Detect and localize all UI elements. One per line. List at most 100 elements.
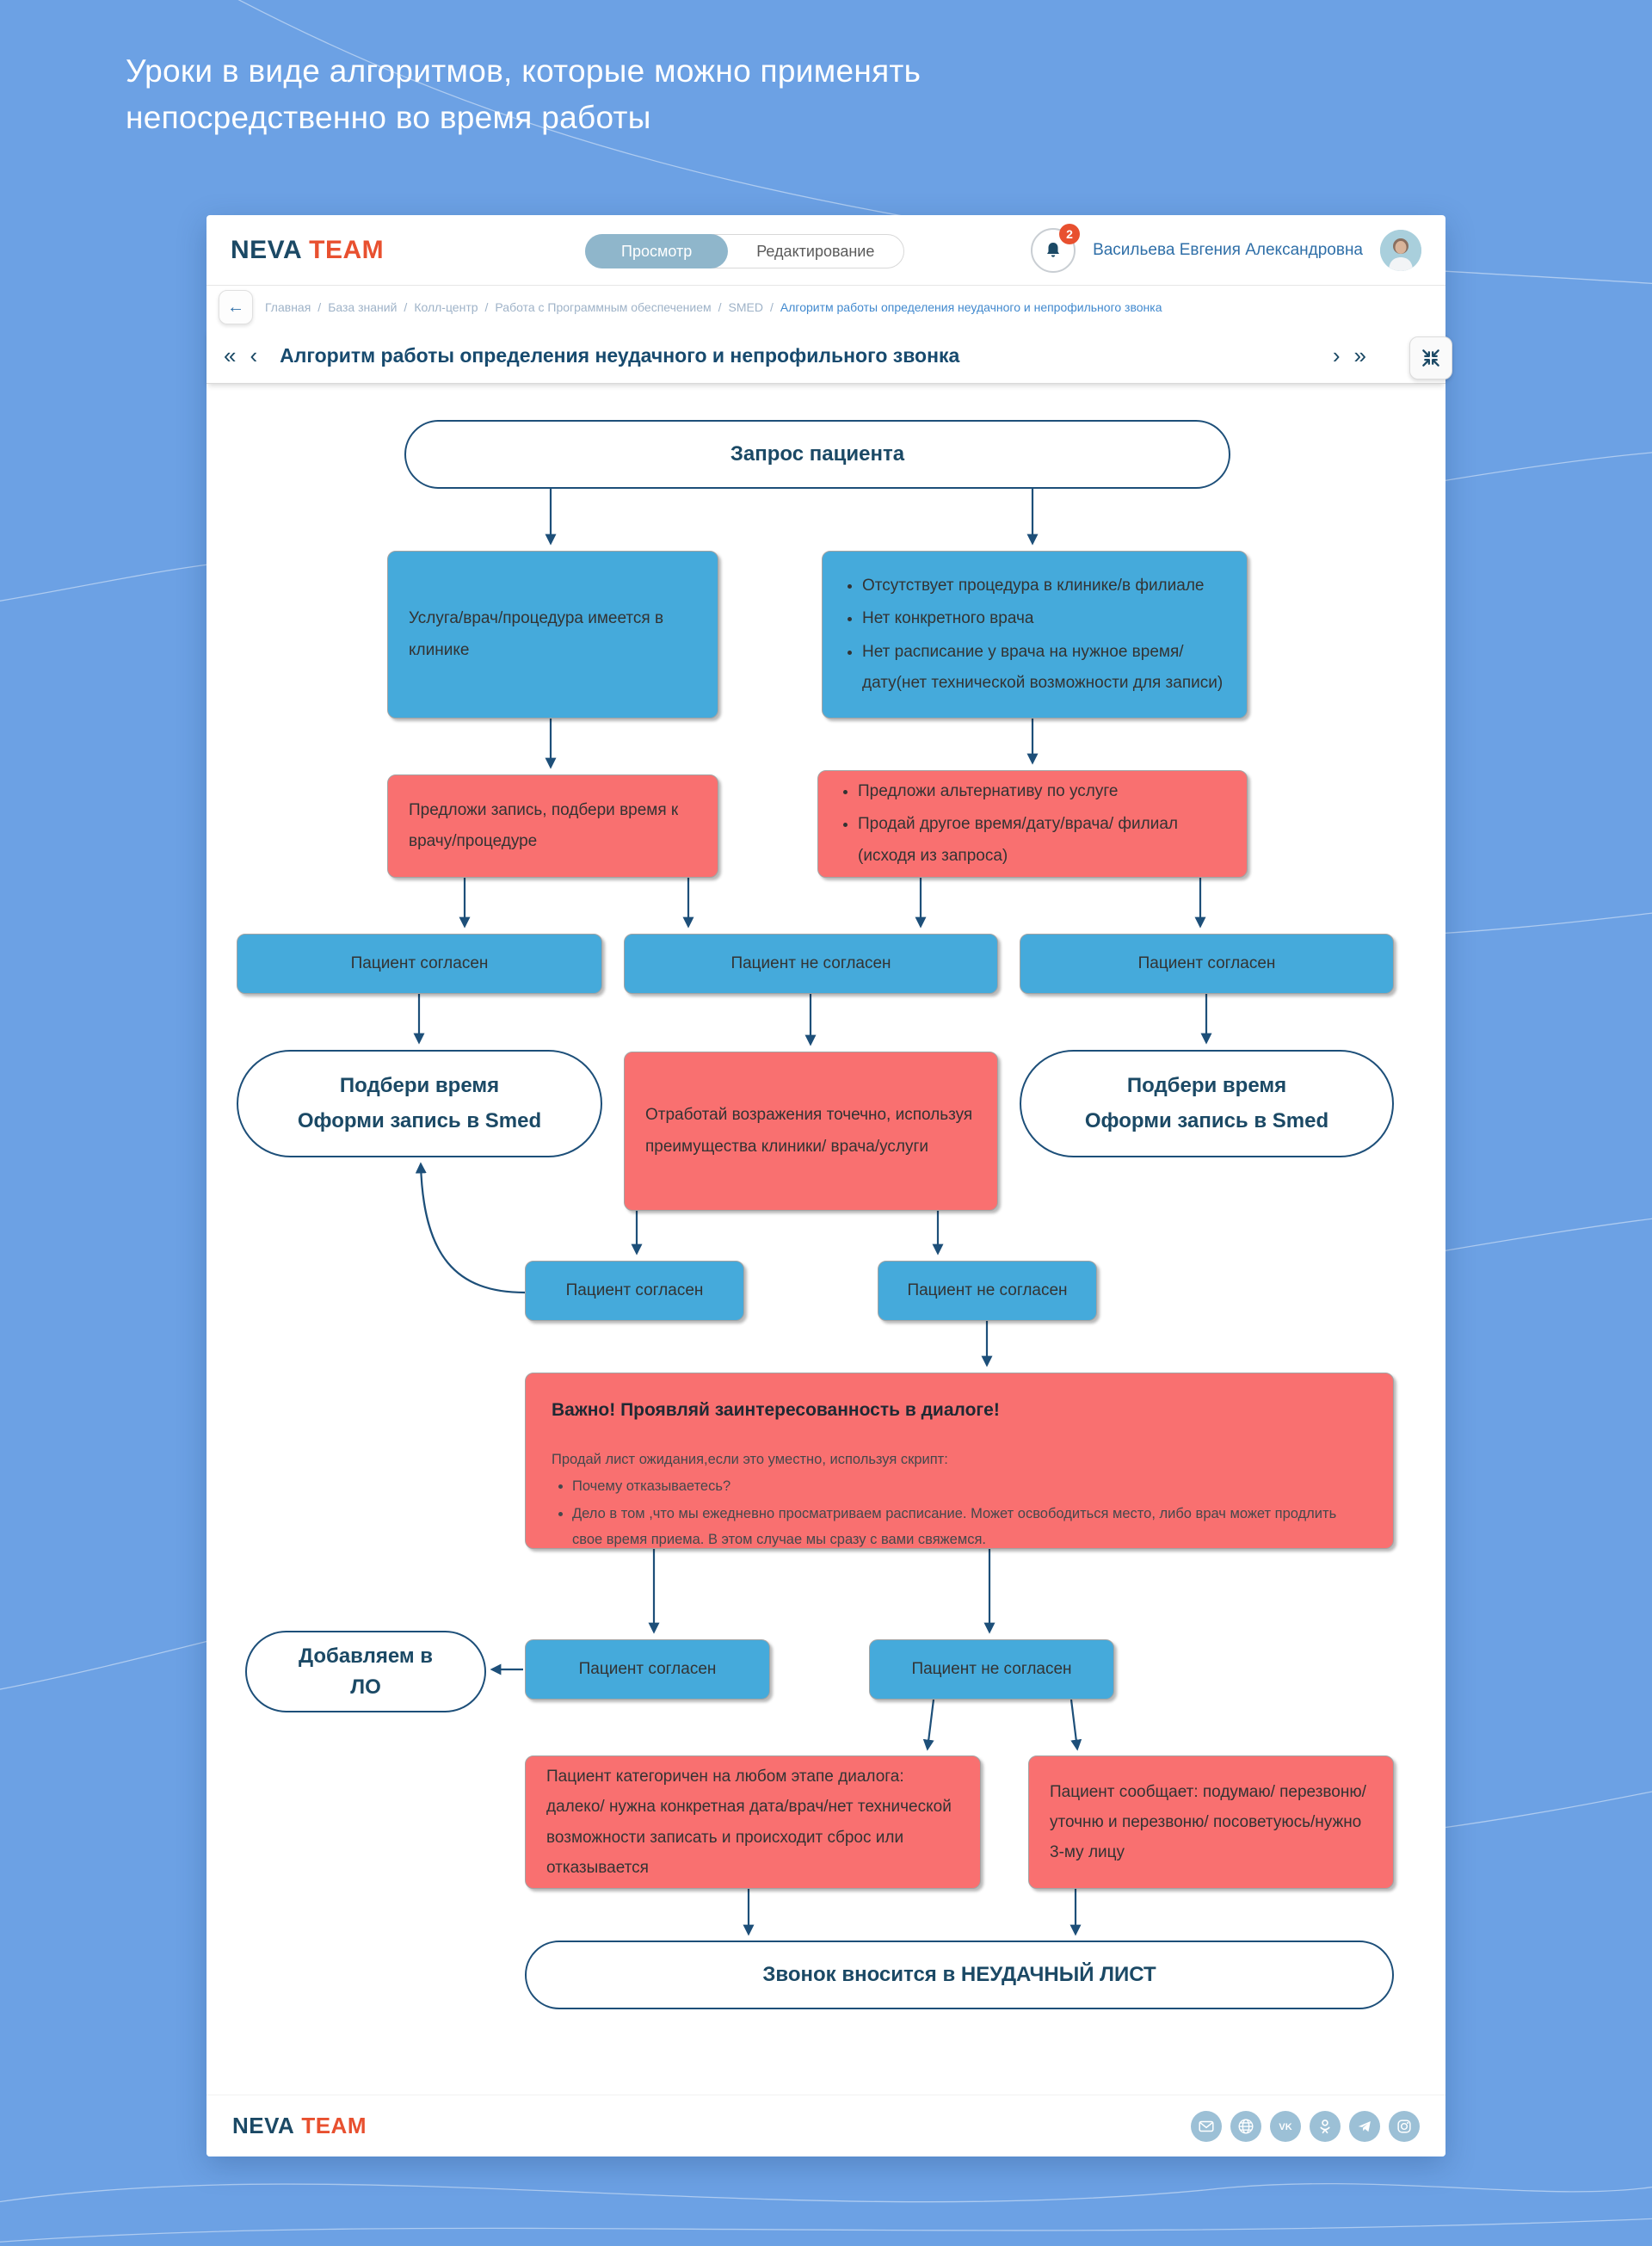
flow-node-patient-agrees-2: Пациент согласен [1020,934,1394,994]
flow-node-label: Оформи запись в Smed [1084,1108,1329,1132]
breadcrumb: Главная / База знаний / Колл-центр / Раб… [265,300,1162,314]
telegram-icon [1358,2120,1371,2132]
document-toolbar: « ‹ Алгоритм работы определения неудачно… [206,329,1452,384]
svg-text:VK: VK [1279,2122,1291,2132]
instagram-icon [1397,2119,1411,2133]
flow-node-patient-disagrees-2: Пациент не согласен [878,1261,1097,1321]
tab-edit[interactable]: Редактирование [756,242,875,260]
bell-icon [1047,242,1060,257]
flow-node-offer-booking-label: Предложи запись, подбери время к врачу/п… [409,800,679,850]
collapse-arrows-icon [1422,349,1439,367]
breadcrumb-item-software[interactable]: Работа с Программным обеспечением [495,300,712,314]
notifications-count-badge: 2 [1059,223,1081,244]
flow-node-label: Пациент согласен [1137,953,1276,972]
flow-node-label: Подбери время [339,1073,500,1097]
odnoklassniki-link[interactable] [1310,2110,1341,2142]
list-item: Нет расписание у врача на нужное время/д… [862,637,1226,699]
hero-heading-line2: непосредственно во время работы [126,99,651,135]
back-button[interactable]: ← [219,290,253,324]
pager-left: « ‹ [224,342,257,369]
flow-node-add-to-lo: Добавляем в ЛО [245,1631,486,1712]
flow-node-offer-alternative: Предложи альтернативу по услуге Продай д… [817,770,1248,878]
flow-node-label: Пациент согласен [350,953,489,972]
flow-node-patient-agrees-4: Пациент согласен [525,1639,770,1700]
flow-node-label: Пациент не согласен [730,953,891,972]
flow-node-service-available-label: Услуга/врач/процедура имеется в клинике [409,609,664,659]
notifications-button[interactable]: 2 [1031,223,1081,273]
logo-neva: NEVA [232,2113,295,2138]
flow-node-final: Звонок вносится в НЕУДАЧНЫЙ ЛИСТ [525,1941,1394,2009]
prev-page-button[interactable]: ‹ [250,342,258,368]
breadcrumb-separator: / [484,300,489,314]
next-page-button[interactable]: › [1332,342,1341,368]
flow-node-patient-agrees-1: Пациент согласен [237,934,602,994]
flow-node-book-smed-left: Подбери время Оформи запись в Smed [237,1050,602,1157]
avatar-image [1380,229,1421,271]
flow-node-service-unavailable: Отсутствует процедура в клинике/в филиал… [822,551,1248,719]
instagram-link[interactable] [1389,2110,1420,2142]
email-link[interactable] [1191,2110,1222,2142]
vk-icon: VK [1279,2122,1291,2132]
flow-node-label: Отработай возражения точечно, используя … [645,1106,973,1156]
last-page-button[interactable]: » [1353,342,1366,368]
flow-node-service-unavailable-list: Отсутствует процедура в клинике/в филиал… [843,569,1226,700]
list-item: Отсутствует процедура в клинике/в филиал… [862,571,1226,602]
important-title: Важно! Проявляй заинтересованность в диа… [552,1400,1000,1420]
flow-node-label: Добавляем в [298,1644,434,1668]
hero-heading-line1: Уроки в виде алгоритмов, которые можно п… [126,53,922,89]
flow-node-patient-disagrees-1: Пациент не согласен [624,934,998,994]
breadcrumb-item-knowledge-base[interactable]: База знаний [328,300,398,314]
avatar[interactable] [1380,229,1421,271]
flow-node-start-label: Запрос пациента [730,442,905,466]
list-item: Нет конкретного врача [862,603,1226,634]
view-mode-toggle[interactable]: Просмотр Редактирование [585,234,905,268]
back-arrow-icon: ← [227,297,244,317]
flow-node-patient-disagrees-3: Пациент не согласен [869,1639,1114,1700]
flow-node-label: Звонок вносится в НЕУДАЧНЫЙ ЛИСТ [762,1963,1156,1986]
flowchart: Запрос пациента Услуга/врач/процедура им… [206,215,1446,2157]
odnoklassniki-icon [1320,2119,1330,2133]
telegram-link[interactable] [1349,2110,1380,2142]
flow-node-label: Пациент не согласен [911,1659,1072,1678]
list-item: Почему отказываетесь? [572,1474,1367,1500]
list-item: Предложи альтернативу по услуге [858,776,1226,807]
flow-node-categorical-refusal: Пациент категоричен на любом этапе диало… [525,1755,981,1889]
collapse-view-button[interactable] [1409,336,1452,379]
flow-node-patient-agrees-3: Пациент согласен [525,1261,744,1321]
important-list: Почему отказываетесь? Дело в том ,что мы… [552,1474,1367,1552]
list-item: Дело в том ,что мы ежедневно просматрива… [572,1502,1367,1552]
page-title: Алгоритм работы определения неудачного и… [280,344,960,367]
vk-link[interactable]: VK [1270,2110,1301,2142]
user-name: Васильева Евгения Александровна [1093,240,1363,259]
breadcrumb-row: ← Главная / База знаний / Колл-центр / Р… [206,286,1446,329]
flow-node-label: Подбери время [1126,1073,1287,1097]
flow-node-start: Запрос пациента [404,420,1230,489]
flow-node-service-available: Услуга/врач/процедура имеется в клинике [387,551,718,719]
breadcrumb-item-call-center[interactable]: Колл-центр [414,300,478,314]
first-page-button[interactable]: « [224,342,237,368]
header-right: 2 Васильева Евгения Александровна [1031,223,1421,273]
important-intro: Продай лист ожидания,если это уместно, и… [552,1451,948,1467]
logo-neva: NEVA [231,235,303,264]
tab-view[interactable]: Просмотр [585,234,729,268]
logo-team: TEAM [301,2113,367,2138]
website-link[interactable] [1230,2110,1261,2142]
breadcrumb-item-home[interactable]: Главная [265,300,311,314]
flow-node-offer-booking: Предложи запись, подбери время к врачу/п… [387,774,718,878]
flow-node-label: Пациент не согласен [907,1280,1068,1299]
breadcrumb-current: Алгоритм работы определения неудачного и… [780,300,1162,314]
flow-node-label: Пациент сообщает: подумаю/ перезвоню/уто… [1050,1782,1366,1862]
list-item: Продай другое время/дату/врача/ филиал (… [858,809,1226,871]
email-icon [1199,2120,1214,2132]
flow-node-label: Пациент согласен [565,1280,704,1299]
hero-heading: Уроки в виде алгоритмов, которые можно п… [126,48,921,140]
breadcrumb-item-smed[interactable]: SMED [728,300,763,314]
flow-node-label: ЛО [350,1675,381,1699]
flow-node-book-smed-right: Подбери время Оформи запись в Smed [1020,1050,1394,1157]
flow-node-callback-excuses: Пациент сообщает: подумаю/ перезвоню/уто… [1028,1755,1394,1889]
